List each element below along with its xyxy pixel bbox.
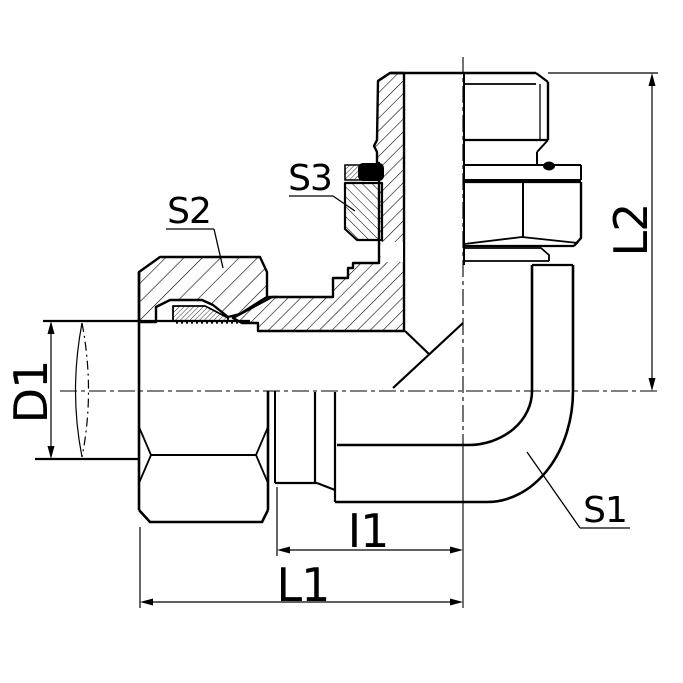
body-outlines (267, 71, 583, 504)
label-s3: S3 (288, 158, 332, 199)
dimensions (50, 72, 658, 608)
leader-s2 (166, 228, 224, 269)
label-l2: L2 (604, 204, 658, 257)
label-d1: D1 (4, 361, 58, 424)
label-leaders (166, 195, 630, 529)
tube-phantom (35, 319, 250, 461)
labels: S2 S3 S1 D1 L2 I1 L1 (4, 158, 658, 612)
centerlines (60, 57, 661, 608)
label-l1: L1 (277, 558, 330, 612)
label-s1: S1 (583, 490, 627, 531)
bore-chamfer-lines (392, 322, 464, 389)
label-s2: S2 (167, 191, 211, 232)
fitting-body-section (231, 71, 406, 333)
leader-s3 (289, 195, 356, 212)
thread-relief-notch (380, 242, 403, 262)
locknut-section (343, 181, 384, 242)
leader-s1 (526, 451, 630, 529)
tube-break-line (81, 322, 90, 458)
label-i1: I1 (348, 504, 389, 558)
dimension-arrowheads (47, 73, 656, 606)
seal-left (358, 163, 384, 181)
